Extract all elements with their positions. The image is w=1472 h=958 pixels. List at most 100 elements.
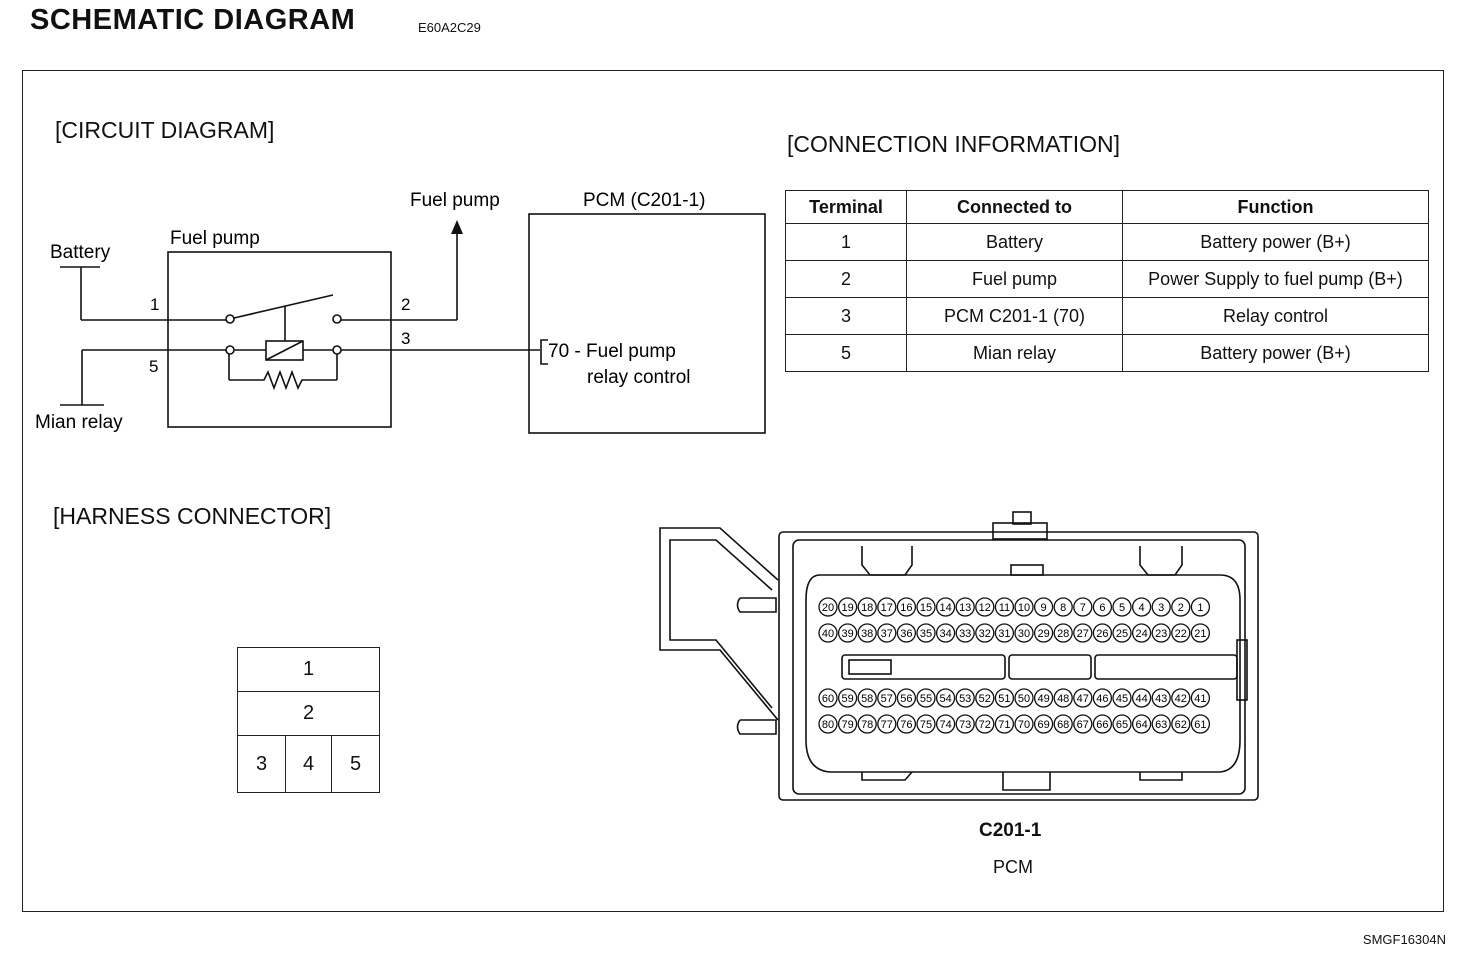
connector-pin-label: 19 (841, 602, 853, 614)
connector-pin-label: 31 (998, 628, 1010, 640)
header-function: Function (1122, 190, 1429, 224)
connection-table: Terminal Connected to Function 1 Battery… (785, 190, 1429, 372)
harness-terminal-3: 3 (238, 736, 286, 792)
connector-pin (1033, 688, 1054, 708)
connector-pin-label: 43 (1155, 693, 1167, 705)
cell-connected-to: Fuel pump (906, 260, 1123, 298)
connector-pin-label: 64 (1135, 719, 1147, 731)
connector-pin (837, 714, 858, 734)
harness-connector: 1 2 3 4 5 (237, 647, 380, 793)
connector-pin-label: 40 (822, 628, 834, 640)
connector-pin-label: 28 (1057, 628, 1069, 640)
connector-pin-label: 9 (1041, 602, 1047, 614)
connector-pin-label: 15 (920, 602, 932, 614)
connector-pin-label: 52 (979, 693, 991, 705)
connector-pin (955, 688, 975, 708)
connector-pin (1092, 688, 1113, 708)
connector-pin (1014, 623, 1034, 643)
connector-pin-label: 60 (822, 693, 834, 705)
cell-terminal: 2 (785, 260, 907, 298)
cell-terminal: 3 (785, 297, 907, 335)
connector-pin (1033, 623, 1054, 643)
connector-pin (877, 688, 897, 708)
cell-function: Relay control (1122, 297, 1429, 335)
diagram-frame (22, 70, 1444, 912)
connector-pin-label: 54 (939, 693, 951, 705)
connector-pin (896, 597, 917, 617)
connector-pin (1190, 714, 1211, 734)
connector-pin (1112, 688, 1132, 708)
connector-pin (975, 714, 995, 734)
connector-pin-label: 44 (1135, 693, 1147, 705)
table-row: 5 Mian relay Battery power (B+) (785, 334, 1429, 372)
connector-pin-label: 71 (998, 719, 1010, 731)
connector-pin-label: 70 (1018, 719, 1030, 731)
connector-pin (955, 597, 975, 617)
connector-pin (877, 623, 897, 643)
table-row: 2 Fuel pump Power Supply to fuel pump (B… (785, 260, 1429, 298)
connector-pin-label: 4 (1139, 602, 1145, 614)
connector-pin-label: 1 (1197, 602, 1203, 614)
connector-pin (1131, 597, 1152, 617)
connector-pin-label: 38 (861, 628, 873, 640)
connector-pin-label: 22 (1175, 628, 1187, 640)
header-terminal: Terminal (785, 190, 907, 224)
connector-pin (916, 623, 936, 643)
connector-pin (818, 597, 838, 617)
pin-2-label: 2 (401, 295, 410, 314)
connector-pin (1014, 688, 1034, 708)
connector-pin (857, 597, 877, 617)
connector-pin (1171, 714, 1191, 734)
cell-connected-to: Battery (906, 223, 1123, 261)
connector-pin-label: 63 (1155, 719, 1167, 731)
connector-pin (975, 597, 995, 617)
harness-terminal-1: 1 (238, 648, 379, 692)
connector-pin (896, 623, 917, 643)
connector-pin (1053, 597, 1073, 617)
cell-function: Power Supply to fuel pump (B+) (1122, 260, 1429, 298)
relay-label: Fuel pump (170, 228, 260, 249)
connector-pin-label: 46 (1096, 693, 1108, 705)
connector-pin-label: 25 (1116, 628, 1128, 640)
cell-terminal: 1 (785, 223, 907, 261)
connector-pin-label: 26 (1096, 628, 1108, 640)
harness-terminal-4: 4 (286, 736, 332, 792)
connector-pin (916, 714, 936, 734)
pcm-pin-label: 70 - Fuel pump (548, 341, 676, 362)
harness-connector-title: [HARNESS CONNECTOR] (53, 503, 332, 529)
connector-pin-label: 3 (1158, 602, 1164, 614)
connector-pin-label: 34 (939, 628, 951, 640)
harness-terminal-2: 2 (238, 692, 379, 736)
connector-pin (935, 714, 956, 734)
connector-pin-label: 48 (1057, 693, 1069, 705)
connector-pin (1171, 597, 1191, 617)
connector-pin (955, 714, 975, 734)
connector-pin-label: 11 (999, 602, 1010, 614)
connector-pin-label: 35 (920, 628, 932, 640)
connector-pin-label: 77 (881, 719, 893, 731)
connector-pin (1112, 714, 1132, 734)
pcm-pin-label-2: relay control (587, 367, 691, 388)
connector-pin-label: 65 (1116, 719, 1128, 731)
connector-pin (1171, 688, 1191, 708)
connector-pin (1033, 597, 1054, 617)
connector-pin (975, 688, 995, 708)
header-connected-to: Connected to (906, 190, 1123, 224)
table-row: 3 PCM C201-1 (70) Relay control (785, 297, 1429, 335)
connector-pin-label: 50 (1018, 693, 1030, 705)
pcm-connector-drawing (659, 511, 1259, 801)
connector-pin-label: 17 (881, 602, 893, 614)
connector-pin (857, 714, 877, 734)
connector-pin-label: 14 (939, 602, 951, 614)
pin-5-label: 5 (149, 357, 158, 376)
connector-pin-label: 51 (998, 693, 1010, 705)
connector-pin (1053, 714, 1073, 734)
pin-3-label: 3 (401, 329, 410, 348)
connector-pin (1073, 714, 1093, 734)
connector-pin-label: 72 (979, 719, 991, 731)
connector-pin (1073, 688, 1093, 708)
connector-pin (1073, 597, 1093, 617)
connection-info-title: [CONNECTION INFORMATION] (787, 131, 1121, 157)
connector-pin-label: 59 (841, 693, 853, 705)
